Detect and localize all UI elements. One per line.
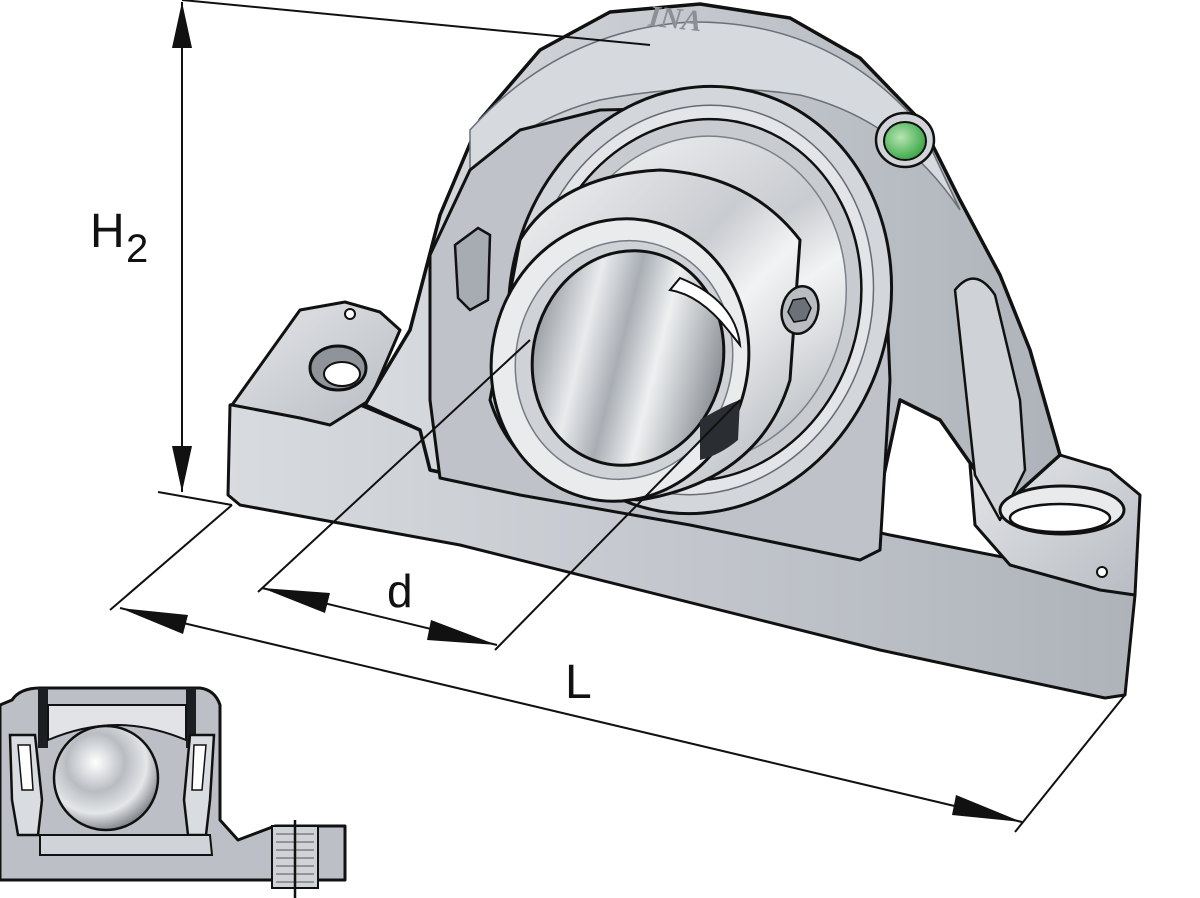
bearing-insert xyxy=(488,84,894,516)
h2-extension-bottom xyxy=(157,491,233,506)
d-label: d xyxy=(387,565,413,617)
shaft-bore xyxy=(530,249,726,467)
dimension-arrows xyxy=(120,2,1022,822)
inset-grub-screw-icon xyxy=(271,820,319,898)
h2-label: H xyxy=(90,205,125,258)
brand-logo: INA xyxy=(646,0,704,38)
l-arrow-right xyxy=(952,795,1022,822)
l-extension-left xyxy=(109,504,233,611)
h2-label-subscript: 2 xyxy=(126,227,148,271)
d-extension-right xyxy=(494,399,741,651)
d-arrow-left xyxy=(262,588,330,613)
d-arrow-right xyxy=(427,620,497,645)
l-label: L xyxy=(565,656,592,709)
grease-nipple-icon xyxy=(874,111,936,169)
dimension-lines xyxy=(109,0,1126,833)
inset-outer-ring xyxy=(47,704,187,742)
h2-extension-top xyxy=(181,0,651,46)
h2-arrow-bottom xyxy=(172,446,192,492)
cross-section-inset xyxy=(0,686,347,898)
grub-screw-icon xyxy=(780,285,820,335)
left-bolt-hole xyxy=(308,308,368,392)
inset-inner-ring xyxy=(39,834,214,856)
h2-arrow-top xyxy=(172,2,192,48)
right-bolt-hole xyxy=(998,484,1126,578)
l-dimension-line xyxy=(119,607,1023,823)
inset-seal-left xyxy=(8,733,44,837)
inset-ball xyxy=(52,724,160,832)
l-extension-right xyxy=(1014,694,1126,833)
d-extension-left xyxy=(257,339,531,593)
l-arrow-left xyxy=(120,608,188,634)
housing-lock-tab xyxy=(453,226,492,312)
